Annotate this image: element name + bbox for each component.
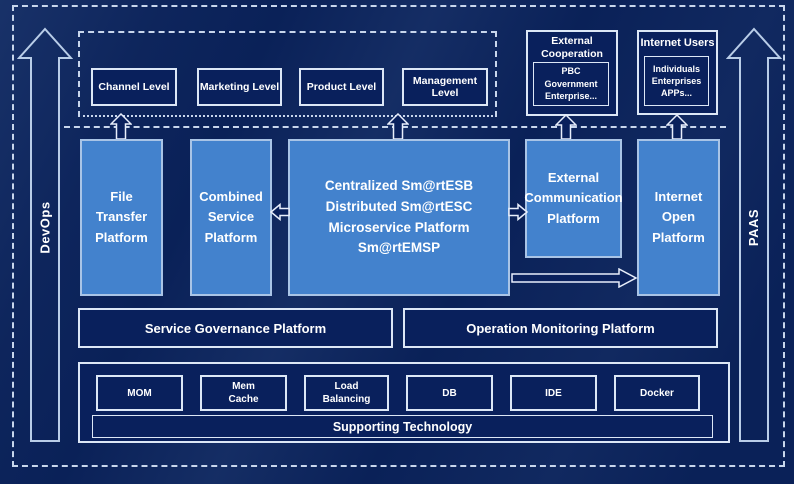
internet-users-box: Internet Users Individuals Enterprises A…: [637, 30, 718, 115]
level-box-channel: Channel Level: [91, 68, 177, 106]
up-arrow-icon: [666, 114, 688, 140]
external-cooperation-title: External Cooperation: [541, 35, 603, 61]
internet-open-platform-box: Internet Open Platform: [637, 139, 720, 296]
internet-users-members: Individuals Enterprises APPs...: [644, 56, 709, 106]
outer-dashed-border: [12, 5, 785, 467]
tech-box-ide: IDE: [510, 375, 597, 411]
paas-arrow-icon: [726, 27, 782, 442]
tech-box-docker: Docker: [614, 375, 700, 411]
external-cooperation-box: External Cooperation PBC Government Ente…: [526, 30, 618, 116]
devops-arrow-icon: [17, 27, 73, 442]
right-arrow-icon: [508, 203, 528, 221]
left-arrow-icon: [270, 203, 290, 221]
central-esb-platform-box: Centralized Sm@rtESB Distributed Sm@rtES…: [288, 139, 510, 296]
paas-rail-label: PAAS: [746, 208, 762, 246]
flow-arrow-icon: [511, 268, 638, 288]
tech-box-db: DB: [406, 375, 493, 411]
supporting-technology-bar: Supporting Technology: [92, 415, 713, 438]
level-box-product: Product Level: [299, 68, 384, 106]
operation-monitoring-platform-box: Operation Monitoring Platform: [403, 308, 718, 348]
level-box-management: Management Level: [402, 68, 488, 106]
combined-service-platform-box: Combined Service Platform: [190, 139, 272, 296]
external-cooperation-members: PBC Government Enterprise...: [533, 62, 609, 106]
levels-group: [78, 31, 497, 117]
tech-box-mom: MOM: [96, 375, 183, 411]
file-transfer-platform-box: File Transfer Platform: [80, 139, 163, 296]
devops-rail-label: DevOps: [37, 200, 53, 254]
service-governance-platform-box: Service Governance Platform: [78, 308, 393, 348]
internet-users-title: Internet Users: [640, 37, 715, 49]
up-arrow-icon: [110, 113, 132, 140]
level-box-marketing: Marketing Level: [197, 68, 282, 106]
external-communication-platform-box: External Communication Platform: [524, 139, 623, 258]
tech-box-mem-cache: Mem Cache: [200, 375, 287, 411]
up-arrow-icon: [387, 113, 409, 140]
tech-box-load-balancing: Load Balancing: [304, 375, 389, 411]
up-arrow-icon: [555, 114, 577, 140]
